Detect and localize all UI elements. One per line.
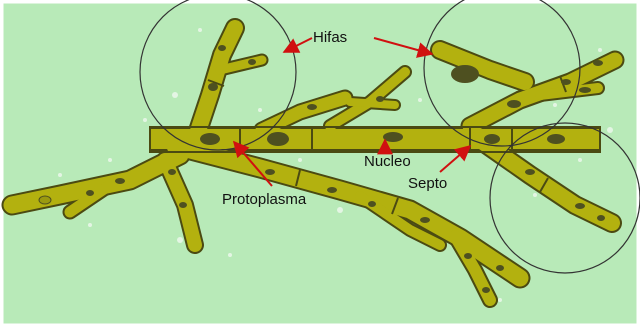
label-protoplasma: Protoplasma <box>222 191 307 208</box>
nucleus <box>179 202 187 208</box>
nucleus <box>265 169 275 175</box>
nucleus <box>464 253 472 259</box>
nucleus <box>420 217 430 223</box>
nucleus <box>496 265 504 271</box>
nucleus <box>575 203 585 209</box>
nucleus <box>547 134 565 144</box>
nucleus <box>327 187 337 193</box>
nucleus <box>561 79 571 85</box>
nucleus <box>482 287 490 293</box>
nucleus <box>484 134 500 144</box>
nucleus <box>525 169 535 175</box>
nucleus <box>451 65 479 83</box>
nucleus <box>307 104 317 110</box>
nucleus <box>200 133 220 145</box>
nucleus <box>368 201 376 207</box>
label-nucleo: Nucleo <box>364 153 411 170</box>
label-hifas: Hifas <box>313 29 347 46</box>
nucleus <box>168 169 176 175</box>
nucleus <box>597 215 605 221</box>
nucleus <box>376 96 384 102</box>
nucleus <box>507 100 521 108</box>
nucleus <box>593 60 603 66</box>
nucleus <box>208 83 218 91</box>
nucleus <box>39 196 51 204</box>
nucleus <box>248 59 256 65</box>
label-septo: Septo <box>408 175 447 192</box>
nucleus <box>579 87 591 93</box>
nucleus <box>218 45 226 51</box>
nucleus <box>86 190 94 196</box>
nucleus <box>115 178 125 184</box>
nucleus <box>267 132 289 146</box>
